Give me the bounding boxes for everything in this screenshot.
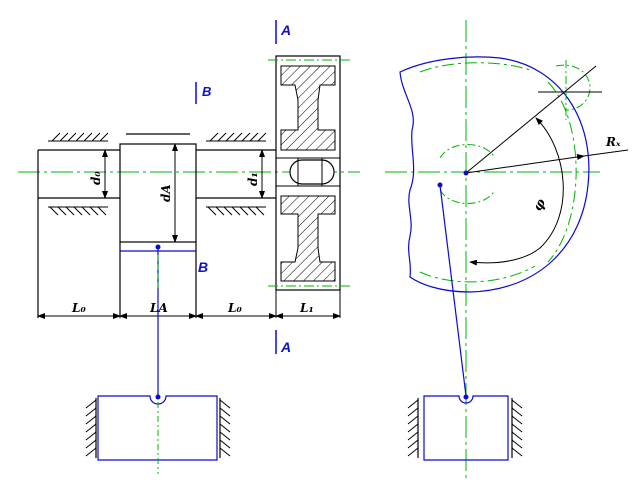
hatch-tick xyxy=(85,423,97,433)
hatch-tick xyxy=(81,206,91,216)
hatch-tick xyxy=(219,399,231,409)
hatch-tick xyxy=(219,447,231,457)
hatch-tick xyxy=(219,439,231,449)
label-angle: φ xyxy=(530,196,549,214)
hatch-tick xyxy=(407,431,419,441)
hatch-tick xyxy=(67,132,77,142)
guide-hatch-left xyxy=(85,399,231,457)
hatch-tick xyxy=(209,132,219,142)
hatch-tick xyxy=(249,132,259,142)
hatch-tick xyxy=(511,431,523,441)
hatch-tick xyxy=(89,206,99,216)
hatch-tick xyxy=(219,423,231,433)
label-L0-left: L₀ xyxy=(71,301,86,315)
hatch-tick xyxy=(217,132,227,142)
hatch-tick xyxy=(207,206,217,216)
hatch-tick xyxy=(233,132,243,142)
guided-block-left xyxy=(95,394,221,474)
shaft-segment-right xyxy=(196,149,276,199)
hatch-tick xyxy=(85,431,97,441)
label-d1: d₁ xyxy=(246,172,260,186)
hatch-tick xyxy=(239,206,249,216)
hatch-tick xyxy=(225,132,235,142)
hatch-tick xyxy=(219,407,231,417)
wheel-section xyxy=(268,55,352,291)
hatch-tick xyxy=(49,206,59,216)
bearing-hatch-left-top xyxy=(51,132,109,142)
hatch-tick xyxy=(65,206,75,216)
section-label-a-bottom: A xyxy=(280,339,291,355)
hatch-tick xyxy=(511,447,523,457)
bearing-hatch-left-bottom xyxy=(49,206,107,216)
hatch-tick xyxy=(75,132,85,142)
hatch-tick xyxy=(241,132,251,142)
label-dA: dA xyxy=(159,184,173,202)
bearing-hatch-right-bottom xyxy=(207,206,265,216)
hatch-tick xyxy=(59,132,69,142)
hatch-tick xyxy=(99,132,109,142)
hatch-tick xyxy=(223,206,233,216)
hatch-tick xyxy=(85,447,97,457)
hatch-tick xyxy=(255,206,265,216)
pendulum-left xyxy=(155,244,161,396)
hatch-tick xyxy=(407,399,419,409)
section-label-b-bottom: B xyxy=(198,259,208,275)
label-radius: Rₓ xyxy=(605,135,621,149)
hatch-tick xyxy=(407,439,419,449)
section-label-b-top: B xyxy=(202,84,211,99)
hatch-tick xyxy=(85,399,97,409)
wheel-end-view xyxy=(399,20,629,480)
journal-a xyxy=(119,133,197,318)
guide-hatch-right xyxy=(407,399,523,457)
hatch-tick xyxy=(247,206,257,216)
hatch-tick xyxy=(511,439,523,449)
hatch-tick xyxy=(85,439,97,449)
section-label-a-top: A xyxy=(280,22,291,38)
hatch-tick xyxy=(231,206,241,216)
hatch-tick xyxy=(407,407,419,417)
hatch-tick xyxy=(257,132,267,142)
shaft-segment-d0 xyxy=(37,149,120,318)
hatch-tick xyxy=(407,423,419,433)
hatch-tick xyxy=(83,132,93,142)
label-L0-right: L₀ xyxy=(227,301,242,315)
hatch-tick xyxy=(407,415,419,425)
hatch-tick xyxy=(73,206,83,216)
hatch-tick xyxy=(85,415,97,425)
hatch-tick xyxy=(511,407,523,417)
hatch-tick xyxy=(97,206,107,216)
bearing-hatch-right-top xyxy=(209,132,267,142)
hatch-tick xyxy=(51,132,61,142)
hatch-tick xyxy=(511,423,523,433)
hatch-tick xyxy=(85,407,97,417)
hatch-tick xyxy=(219,431,231,441)
hatch-tick xyxy=(215,206,225,216)
hatch-tick xyxy=(511,415,523,425)
label-d0: d₀ xyxy=(89,171,103,185)
hatch-tick xyxy=(511,399,523,409)
hatch-tick xyxy=(219,415,231,425)
guided-block-right xyxy=(417,394,513,461)
hatch-tick xyxy=(407,447,419,457)
hatch-tick xyxy=(57,206,67,216)
label-L1: L₁ xyxy=(299,301,314,315)
hatch-tick xyxy=(91,132,101,142)
